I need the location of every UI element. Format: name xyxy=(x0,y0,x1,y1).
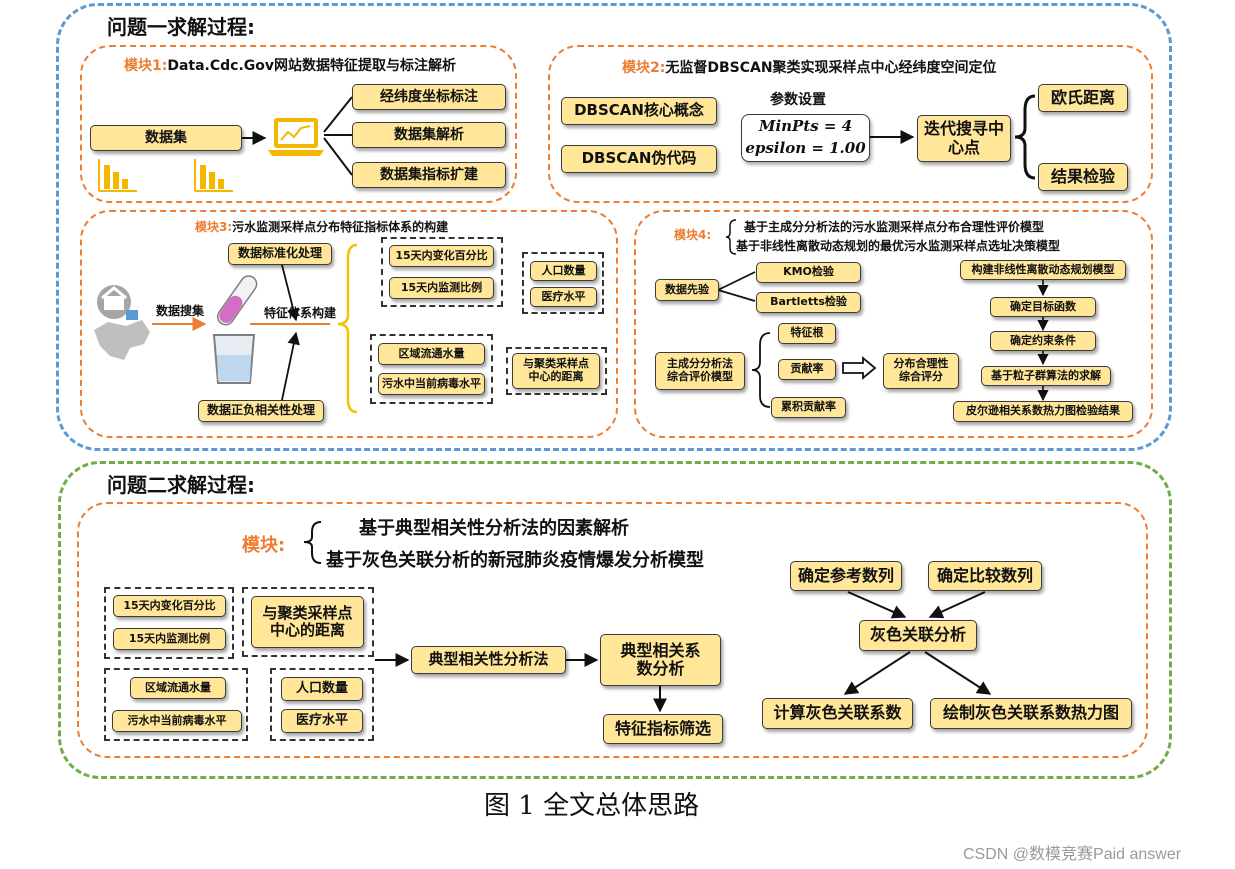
euclidean-distance-box: 欧氏距离 xyxy=(1038,84,1128,112)
cmp-seq-box: 确定比较数列 xyxy=(928,561,1042,591)
posneg-box: 数据正负相关性处理 xyxy=(198,400,324,422)
module4-title-line2: 基于非线性离散动态规划的最优污水监测采样点选址决策模型 xyxy=(736,239,1061,253)
problem1-region xyxy=(56,3,1172,451)
dataset-parse-box: 数据集解析 xyxy=(352,122,506,148)
problem1-title: 问题一求解过程: xyxy=(107,15,255,39)
data-prior-box: 数据先验 xyxy=(655,279,719,301)
p2-virus-level-box: 污水中当前病毒水平 xyxy=(112,710,242,732)
region-map-icon xyxy=(94,285,150,360)
collect-label: 数据搜集 xyxy=(156,304,205,318)
p2-group-2 xyxy=(242,587,374,657)
ref-seq-box: 确定参考数列 xyxy=(790,561,902,591)
dbscan-concept-box: DBSCAN核心概念 xyxy=(561,97,717,125)
problem2-region xyxy=(58,461,1172,779)
monitor-ratio-box: 15天内监测比例 xyxy=(389,277,494,299)
watermark: CSDN @数模竞赛Paid answer xyxy=(963,846,1182,863)
problem2-module-frame xyxy=(77,502,1148,758)
p2-title-1: 基于典型相关性分析法的因素解析 xyxy=(359,518,629,539)
population-box: 人口数量 xyxy=(530,261,597,281)
indicator-group-1 xyxy=(381,237,503,307)
p2-group-3 xyxy=(104,668,248,741)
p2-cluster-distance-box: 与聚类采样点中心的距离 xyxy=(251,596,364,648)
grey-coef-box: 计算灰色关联系数 xyxy=(762,698,913,729)
result-check-box: 结果检验 xyxy=(1038,163,1128,191)
contrib-box: 贡献率 xyxy=(778,359,836,380)
module4-title-brace xyxy=(725,219,737,255)
p2-title-2: 基于灰色关联分析的新冠肺炎疫情爆发分析模型 xyxy=(326,550,704,571)
bar-chart-icon xyxy=(194,159,233,192)
water-flow-box: 区域流通水量 xyxy=(378,343,485,365)
select-box: 特征指标筛选 xyxy=(603,714,723,744)
eigen-box: 特征根 xyxy=(778,323,836,344)
module3-title: 模块3:污水监测采样点分布特征指标体系的构建 xyxy=(195,220,449,234)
p2-population-box: 人口数量 xyxy=(281,677,363,701)
latlon-annotation-box: 经纬度坐标标注 xyxy=(352,84,506,110)
pca-box: 主成分分析法综合评价模型 xyxy=(655,352,745,390)
change-pct-box: 15天内变化百分比 xyxy=(389,245,494,267)
cca-box: 典型相关性分析法 xyxy=(411,646,566,674)
objective-box: 确定目标函数 xyxy=(990,297,1096,317)
p2-water-flow-box: 区域流通水量 xyxy=(130,677,226,699)
bar-chart-icon xyxy=(98,159,137,192)
p2-change-pct-box: 15天内变化百分比 xyxy=(113,595,226,617)
p2-medical-box: 医疗水平 xyxy=(281,709,363,733)
indicator-group-2 xyxy=(522,252,604,314)
module4-title-line1: 基于主成分分析法的污水监测采样点分布合理性评价模型 xyxy=(744,220,1045,234)
score-box: 分布合理性综合评分 xyxy=(883,353,959,389)
pso-box: 基于粒子群算法的求解 xyxy=(981,366,1111,386)
module2-title: 模块2:无监督DBSCAN聚类实现采样点中心经纬度空间定位 xyxy=(622,60,997,76)
dataset-box: 数据集 xyxy=(90,125,242,151)
beaker-icon xyxy=(212,334,256,384)
module1-title: 模块1:Data.Cdc.Gov网站数据特征提取与标注解析 xyxy=(124,58,457,74)
problem2-title: 问题二求解过程: xyxy=(107,473,255,497)
iterative-search-box: 迭代搜寻中心点 xyxy=(917,115,1011,162)
figure-caption: 图 1 全文总体思路 xyxy=(484,791,700,821)
dbscan-pseudo-box: DBSCAN伪代码 xyxy=(561,145,717,173)
kmo-box: KMO检验 xyxy=(756,262,861,283)
module1-frame xyxy=(80,45,517,203)
module2-frame xyxy=(548,45,1153,203)
constraint-box: 确定约束条件 xyxy=(990,331,1096,351)
grey-heatmap-box: 绘制灰色关联系数热力图 xyxy=(930,698,1132,729)
coef-box: 典型相关系数分析 xyxy=(600,634,721,686)
param-minpts: MinPts = 4 xyxy=(758,117,853,136)
param-label: 参数设置 xyxy=(770,92,826,108)
medical-box: 医疗水平 xyxy=(530,287,597,307)
test-tube-icon xyxy=(216,275,258,326)
laptop-chart-icon xyxy=(268,118,324,156)
nonlinear-model-box: 构建非线性离散动态规划模型 xyxy=(960,260,1126,280)
grey-analysis-box: 灰色关联分析 xyxy=(859,620,977,651)
standardize-box: 数据标准化处理 xyxy=(228,243,332,265)
cluster-distance-box: 与聚类采样点中心的距离 xyxy=(512,353,600,389)
p2-group-4 xyxy=(270,668,374,741)
param-formula: MinPts = 4 epsilon = 1.00 xyxy=(741,114,870,162)
param-epsilon: epsilon = 1.00 xyxy=(745,139,866,157)
build-label: 特征体系构建 xyxy=(264,306,337,320)
p2-module-tag: 模块: xyxy=(242,535,286,556)
bartlett-box: Bartletts检验 xyxy=(756,292,861,313)
p2-monitor-ratio-box: 15天内监测比例 xyxy=(113,628,226,650)
pearson-box: 皮尔逊相关系数热力图检验结果 xyxy=(953,401,1133,422)
indicator-group-4 xyxy=(506,347,607,395)
virus-level-box: 污水中当前病毒水平 xyxy=(378,373,485,395)
indicator-group-3 xyxy=(370,334,493,404)
module3-frame xyxy=(80,210,618,438)
module4-frame xyxy=(634,210,1153,438)
module4-title: 模块4: xyxy=(674,228,712,242)
cum-contrib-box: 累积贡献率 xyxy=(771,397,846,418)
p2-group-1 xyxy=(104,587,234,659)
dataset-expand-box: 数据集指标扩建 xyxy=(352,162,506,188)
